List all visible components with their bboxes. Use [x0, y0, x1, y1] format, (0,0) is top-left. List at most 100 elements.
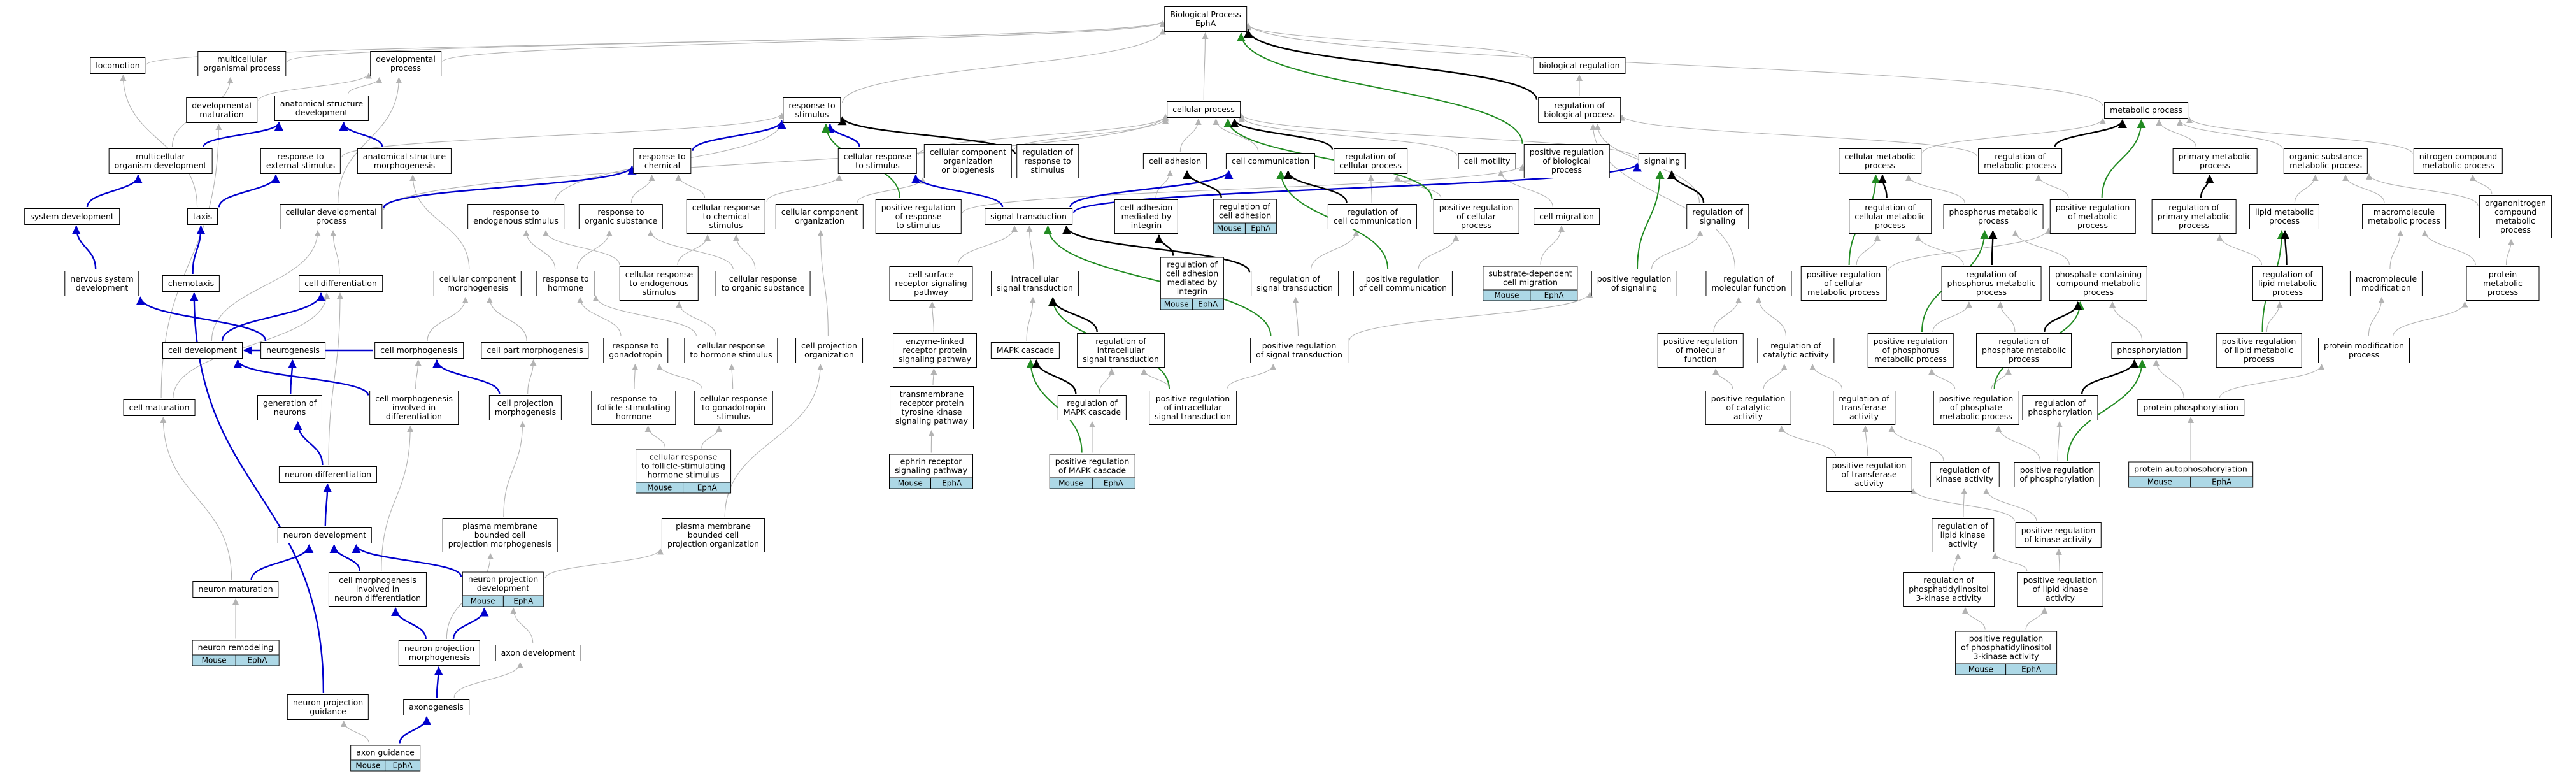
go-term-cell-dev[interactable]: cell development [162, 342, 243, 359]
go-term-axon-dev[interactable]: axon development [495, 645, 581, 661]
go-term-reg-cell-adh-int[interactable]: regulation of cell adhesion mediated by … [1160, 257, 1225, 310]
go-term-reg-cell-proc[interactable]: regulation of cellular process [1334, 148, 1407, 174]
go-term-transmem[interactable]: transmembrane receptor protein tyrosine … [890, 386, 974, 429]
go-term-cell-part-morph[interactable]: cell part morphogenesis [481, 342, 589, 359]
go-term-pos-reg-resp[interactable]: positive regulation of response to stimu… [875, 199, 962, 234]
go-term-pos-reg-sig[interactable]: positive regulation of signaling [1591, 271, 1677, 296]
go-term-resp-endo[interactable]: response to endogenous stimulus [467, 204, 564, 229]
go-term-reg-met[interactable]: regulation of metabolic process [1978, 148, 2062, 174]
go-term-bio-reg[interactable]: biological regulation [1533, 57, 1626, 74]
go-term-cell-resp-stim[interactable]: cellular response to stimulus [837, 148, 918, 174]
go-term-cell-adh-int[interactable]: cell adhesion mediated by integrin [1114, 199, 1179, 234]
go-term-prot-mod[interactable]: protein modification process [2318, 338, 2410, 363]
go-term-cell-mat[interactable]: cell maturation [123, 399, 196, 416]
go-term-reg-intra[interactable]: regulation of intracellular signal trans… [1077, 333, 1165, 368]
go-term-reg-phosphorylation[interactable]: regulation of phosphorylation [2022, 395, 2098, 420]
go-term-neuron-proj-guid[interactable]: neuron projection guidance [287, 694, 369, 720]
go-term-cc-morph[interactable]: cellular component morphogenesis [433, 271, 522, 296]
go-term-cell-mot[interactable]: cell motility [1458, 153, 1516, 169]
go-term-pos-reg-cat[interactable]: positive regulation of catalytic activit… [1705, 391, 1791, 425]
go-term-cell-adh[interactable]: cell adhesion [1142, 153, 1207, 169]
go-term-neuron-mat[interactable]: neuron maturation [192, 581, 279, 598]
go-term-pos-reg-met[interactable]: positive regulation of metabolic process [2049, 199, 2136, 234]
go-term-reg-lipid-met[interactable]: regulation of lipid metabolic process [2252, 266, 2323, 301]
go-term-enzyme-linked[interactable]: enzyme-linked receptor protein signaling… [893, 333, 977, 368]
go-term-phosphate-met[interactable]: phosphate-containing compound metabolic … [2049, 266, 2148, 301]
go-term-reg-sig[interactable]: regulation of signaling [1686, 204, 1749, 229]
go-term-ns-dev[interactable]: nervous system development [64, 271, 139, 296]
go-term-signaling[interactable]: signaling [1638, 153, 1686, 169]
go-term-bp[interactable]: Biological Process EphA [1164, 6, 1247, 32]
go-term-pm-bounded-morph[interactable]: plasma membrane bounded cell projection … [442, 518, 558, 552]
go-term-cell-comm[interactable]: cell communication [1225, 153, 1316, 169]
go-term-dev-proc[interactable]: developmental process [370, 51, 441, 76]
go-term-reg-pi3k[interactable]: regulation of phosphatidylinositol 3-kin… [1903, 572, 1995, 607]
go-term-macro-mod[interactable]: macromolecule modification [2349, 271, 2423, 296]
go-term-prim-met[interactable]: primary metabolic process [2172, 148, 2258, 174]
go-term-reg-prim[interactable]: regulation of primary metabolic process [2151, 199, 2237, 234]
go-term-locomotion[interactable]: locomotion [90, 57, 146, 74]
go-term-cell-morph-diff[interactable]: cell morphogenesis involved in different… [369, 391, 459, 425]
go-term-taxis[interactable]: taxis [187, 208, 218, 225]
go-term-chemotaxis[interactable]: chemotaxis [162, 275, 220, 292]
go-term-cell-resp-chem[interactable]: cellular response to chemical stimulus [686, 199, 766, 234]
go-term-reg-resp-stim[interactable]: regulation of response to stimulus [1016, 144, 1079, 178]
go-term-pos-reg-cell[interactable]: positive regulation of cellular process [1433, 199, 1519, 234]
go-term-resp-ext[interactable]: response to external stimulus [260, 148, 341, 174]
go-term-reg-transf[interactable]: regulation of transferase activity [1833, 391, 1895, 425]
go-term-macro-met[interactable]: macromolecule metabolic process [2362, 204, 2446, 229]
go-term-phosphorylation[interactable]: phosphorylation [2111, 342, 2188, 359]
go-term-resp-chem[interactable]: response to chemical [633, 148, 692, 174]
go-term-cell-met[interactable]: cellular metabolic process [1839, 148, 1921, 174]
go-term-resp-fsh[interactable]: response to follicle-stimulating hormone [591, 391, 676, 425]
go-term-pos-reg-lipid-met[interactable]: positive regulation of lipid metabolic p… [2216, 333, 2302, 368]
go-term-cell-mig[interactable]: cell migration [1534, 208, 1600, 225]
go-term-phos-met[interactable]: phosphorus metabolic process [1943, 204, 2044, 229]
go-term-cc-org[interactable]: cellular component organization or bioge… [923, 144, 1013, 178]
go-term-cell-resp-hormone[interactable]: cellular response to hormone stimulus [684, 338, 778, 363]
go-term-reg-phosphate-met[interactable]: regulation of phosphate metabolic proces… [1976, 333, 2072, 368]
go-term-cell-morph-neuron[interactable]: cell morphogenesis involved in neuron di… [328, 572, 427, 607]
go-term-reg-bio[interactable]: regulation of biological process [1538, 97, 1621, 123]
go-term-cell-proj-morph[interactable]: cell projection morphogenesis [488, 395, 562, 420]
go-term-pos-reg-transf[interactable]: positive regulation of transferase activ… [1826, 457, 1912, 492]
go-term-gen-neur[interactable]: generation of neurons [257, 395, 323, 420]
go-term-cc-org2[interactable]: cellular component organization [775, 204, 864, 229]
go-term-pm-bounded-org[interactable]: plasma membrane bounded cell projection … [661, 518, 765, 552]
go-term-reg-phos-met[interactable]: regulation of phosphorus metabolic proce… [1941, 266, 2042, 301]
go-term-neuron-dev[interactable]: neuron development [277, 527, 373, 543]
go-term-multi-org-dev[interactable]: multicellular organism development [108, 148, 213, 174]
go-term-prot-met[interactable]: protein metabolic process [2466, 266, 2540, 301]
go-term-lipid-met[interactable]: lipid metabolic process [2249, 204, 2320, 229]
go-term-sys-dev[interactable]: system development [24, 208, 120, 225]
go-term-reg-mapk[interactable]: regulation of MAPK cascade [1057, 395, 1127, 420]
go-term-sig-trans[interactable]: signal transduction [985, 208, 1072, 225]
go-term-mapk[interactable]: MAPK cascade [990, 342, 1060, 359]
go-term-neuron-proj-morph[interactable]: neuron projection morphogenesis [398, 640, 481, 666]
go-term-pos-reg-lipid-kinase[interactable]: positive regulation of lipid kinase acti… [2017, 572, 2103, 607]
go-term-resp-org[interactable]: response to organic substance [578, 204, 664, 229]
go-term-resp-stim[interactable]: response to stimulus [783, 97, 841, 123]
go-term-met-proc[interactable]: metabolic process [2104, 102, 2188, 119]
go-term-cell-resp-endo[interactable]: cellular response to endogenous stimulus [619, 266, 699, 301]
go-term-cell-resp-fsh[interactable]: cellular response to follicle-stimulatin… [636, 449, 731, 494]
go-term-pos-reg-phos-met[interactable]: positive regulation of phosphorus metabo… [1867, 333, 1954, 368]
go-term-pos-reg-cell-comm[interactable]: positive regulation of cell communicatio… [1353, 271, 1453, 296]
go-term-cell-proj-org[interactable]: cell projection organization [795, 338, 863, 363]
go-term-nitro-met[interactable]: nitrogen compound metabolic process [2413, 148, 2503, 174]
go-term-pos-reg-mol[interactable]: positive regulation of molecular functio… [1657, 333, 1744, 368]
go-term-pos-reg-cell-met[interactable]: positive regulation of cellular metaboli… [1800, 266, 1887, 301]
go-term-cell-proc[interactable]: cellular process [1167, 101, 1241, 118]
go-term-neurogenesis[interactable]: neurogenesis [260, 342, 325, 359]
go-term-org-sub-met[interactable]: organic substance metabolic process [2283, 148, 2368, 174]
go-term-anat-dev[interactable]: anatomical structure development [274, 96, 369, 121]
go-term-prot-phos[interactable]: protein phosphorylation [2137, 399, 2244, 416]
go-term-cell-dev-proc[interactable]: cellular developmental process [280, 204, 383, 229]
